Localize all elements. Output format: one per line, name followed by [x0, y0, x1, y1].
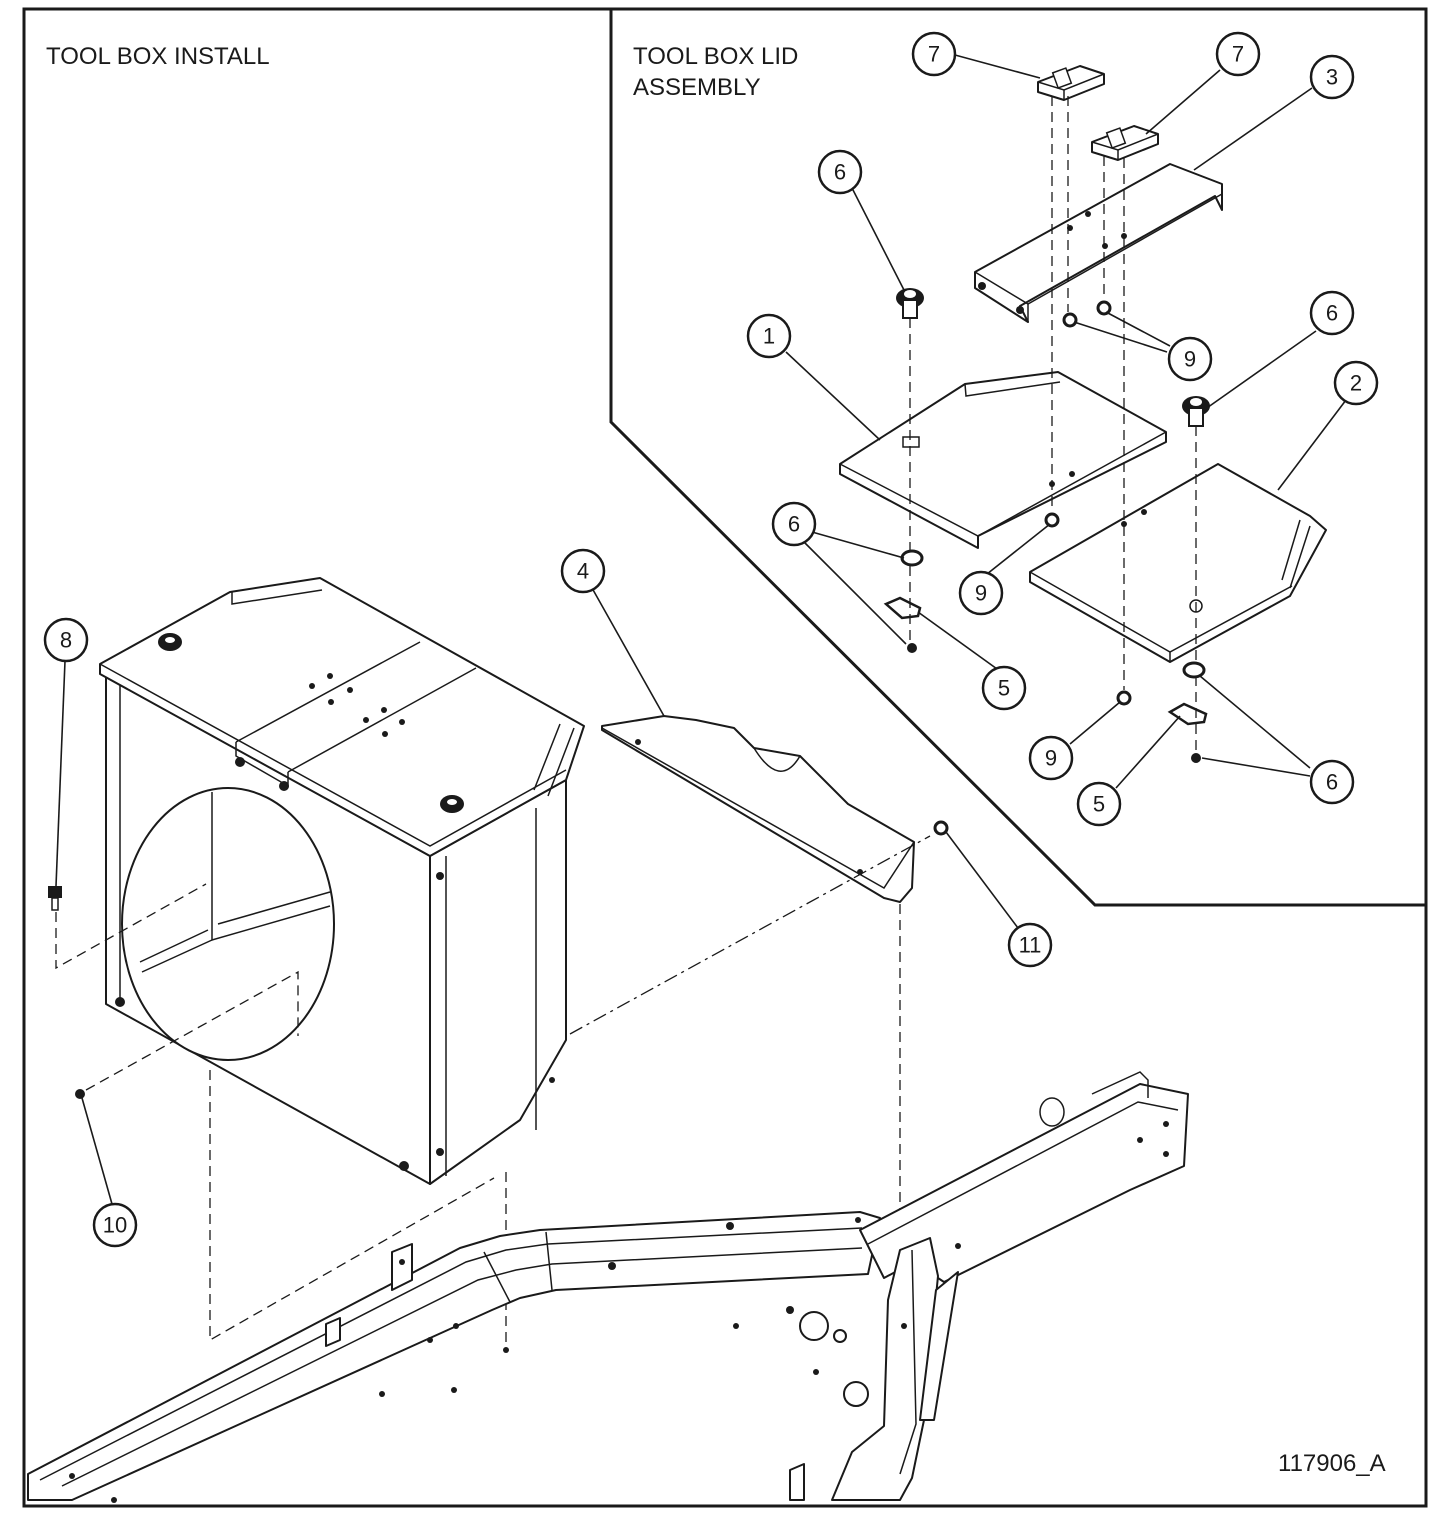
part-4-mounting-bracket: [601, 715, 915, 903]
callout-9-upper: 9: [1167, 336, 1213, 382]
callout-4: 4: [560, 548, 606, 594]
callout-2: 2: [1333, 360, 1379, 406]
part-7-hinge-upper: [1037, 65, 1105, 101]
part-5-catch-left: [883, 596, 922, 620]
part-6-screw-left: [907, 643, 917, 653]
svg-text:6: 6: [788, 512, 800, 537]
install-centre-lines: [55, 883, 901, 1380]
svg-text:8: 8: [60, 628, 72, 653]
part-6-screw-right: [1191, 753, 1201, 763]
callout-6-latch-left: 6: [817, 149, 863, 195]
svg-text:5: 5: [998, 676, 1010, 701]
part-6-latch-left: [896, 288, 924, 319]
part-9-nut-b: [1096, 300, 1112, 316]
callout-9-middle: 9: [958, 570, 1004, 616]
svg-text:11: 11: [1019, 933, 1042, 958]
part-9-nut-a: [1062, 312, 1078, 328]
part-6-nut-left: [900, 549, 924, 567]
svg-text:2: 2: [1350, 371, 1362, 396]
lid-assembly-title-line1: TOOL BOX LID: [633, 43, 798, 70]
lid-assembly-centre-lines: [909, 96, 1197, 752]
callout-5-right: 5: [1076, 781, 1122, 827]
svg-text:9: 9: [975, 581, 987, 606]
svg-text:6: 6: [1326, 301, 1338, 326]
vehicle-frame: [27, 1071, 1189, 1503]
callout-1: 1: [746, 313, 792, 359]
lid-assembly-group: [839, 65, 1327, 763]
part-10-screw: [75, 1089, 85, 1099]
callout-6-nut-right: 6: [1309, 759, 1355, 805]
part-11-nut: [933, 820, 949, 836]
callout-7-upper: 7: [911, 31, 957, 77]
lid-assembly-title-line2: ASSEMBLY: [633, 74, 761, 101]
svg-text:10: 10: [103, 1213, 127, 1238]
part-2-right-lid: [1029, 463, 1327, 663]
svg-text:3: 3: [1326, 65, 1338, 90]
tool-box-circular-opening: [121, 787, 335, 1061]
part-9-nut-c: [1044, 512, 1060, 528]
callout-7-lower: 7: [1215, 31, 1261, 77]
tool-box-group: [99, 577, 585, 1185]
part-8-nut: [48, 886, 62, 911]
tool-box-install-title: TOOL BOX INSTALL: [46, 43, 270, 70]
part-6-latch-right: [1182, 396, 1210, 427]
part-3-hinge-bracket: [974, 163, 1223, 323]
callout-10: 10: [92, 1202, 138, 1248]
callout-6-latch-right: 6: [1309, 290, 1355, 336]
svg-text:7: 7: [928, 42, 940, 67]
part-5-catch-right: [1167, 702, 1208, 726]
callout-9-lower: 9: [1028, 735, 1074, 781]
svg-text:9: 9: [1045, 746, 1057, 771]
svg-text:5: 5: [1093, 792, 1105, 817]
callout-3: 3: [1309, 54, 1355, 100]
callout-8: 8: [43, 617, 89, 663]
svg-text:7: 7: [1232, 42, 1244, 67]
leader-lines: [55, 54, 1347, 1205]
callout-11: 11: [1007, 922, 1053, 968]
drawing-number: 117906_A: [1278, 1450, 1386, 1477]
lid-assembly-panel-border: [609, 9, 1426, 907]
callout-6-nut-left: 6: [771, 501, 817, 547]
part-7-hinge-lower: [1091, 125, 1159, 161]
svg-text:9: 9: [1184, 347, 1196, 372]
svg-text:1: 1: [763, 324, 775, 349]
drawing-frame: [22, 7, 1428, 1508]
svg-text:6: 6: [1326, 770, 1338, 795]
part-9-nut-d: [1116, 690, 1132, 706]
part-1-left-lid: [839, 371, 1167, 549]
part-6-nut-right: [1182, 661, 1206, 679]
svg-text:6: 6: [834, 160, 846, 185]
callout-5-left: 5: [981, 665, 1027, 711]
tool-box-lid-top: [99, 577, 585, 857]
svg-text:4: 4: [577, 559, 589, 584]
